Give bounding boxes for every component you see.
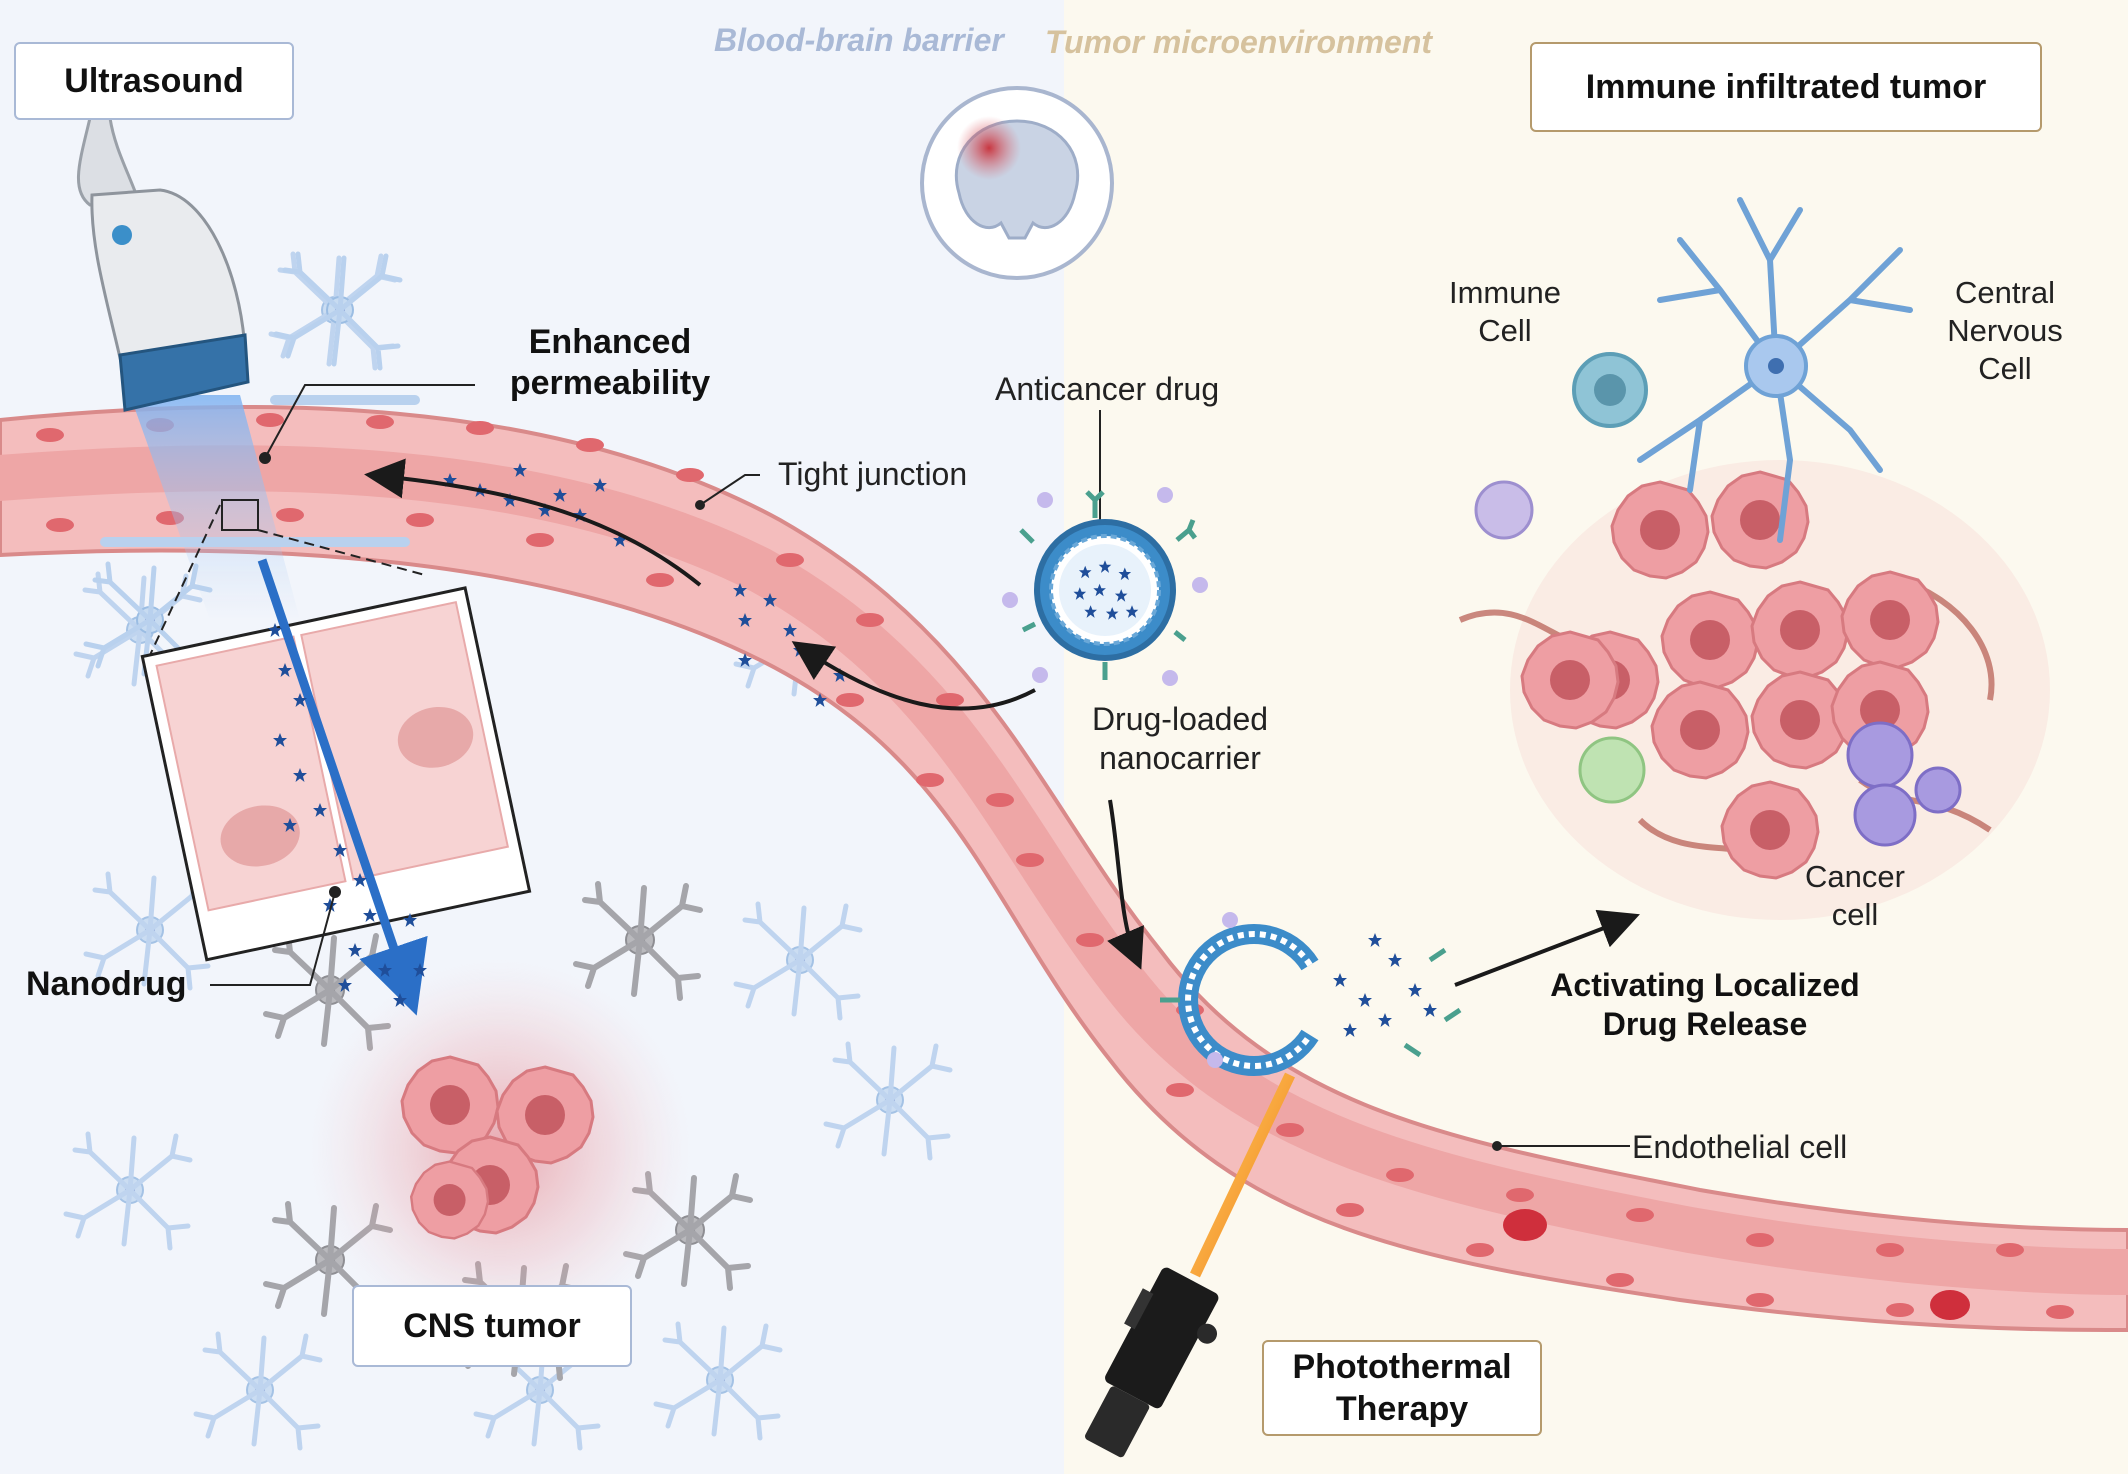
red-blood-cell: [1503, 1209, 1547, 1241]
brain-icon: [920, 86, 1114, 280]
immune-cell-icon: [1914, 766, 1962, 814]
opened-nanocarrier-icon: [1160, 912, 1462, 1076]
immune-cell-label: Immune Cell: [1449, 275, 1561, 348]
tumor-cell-icon: [1650, 680, 1750, 780]
central-nervous-cell-label: Central Nervous Cell: [1947, 275, 2063, 386]
blood-vessel: [0, 404, 2128, 1332]
photothermal-label-box: Photothermal Therapy: [1262, 1340, 1542, 1436]
immune-cell-icon: [1846, 721, 1914, 789]
drug-loaded-nanocarrier-label: Drug-loaded nanocarrier: [1091, 701, 1269, 777]
tumor-cell-icon: [1520, 630, 1620, 730]
ultrasound-beam: [130, 395, 300, 620]
arrow-from-nanocarrier: [791, 641, 1036, 711]
tumor-cell-icon: [410, 1160, 490, 1240]
cns-tumor-label: CNS tumor: [403, 1306, 581, 1345]
endothelial-cell-label: Endothelial cell: [1632, 1129, 1848, 1165]
photothermal-label-line2: Therapy: [1335, 1390, 1469, 1428]
tumor-microenvironment-cluster: [1458, 197, 2050, 920]
activating-release-label: Activating Localized Drug Release: [1550, 967, 1860, 1043]
ultrasound-probe-icon: [76, 116, 250, 412]
immune-cell-icon: [1853, 783, 1917, 847]
photothermal-label-line1: Photothermal: [1292, 1347, 1512, 1386]
tumor-cell-icon: [1840, 570, 1940, 670]
arrow-to-permeability: [364, 458, 702, 587]
immune-cell-icon: [1474, 480, 1534, 540]
tight-junction-label: Tight junction: [778, 456, 968, 492]
enhanced-permeability-label: Enhanced permeability: [509, 323, 711, 403]
cancer-cell-label: Cancer cell: [1805, 859, 1905, 932]
immune-tumor-label-box: Immune infiltrated tumor: [1530, 42, 2042, 132]
red-blood-cell: [1930, 1290, 1970, 1320]
ultrasound-label: Ultrasound: [64, 61, 244, 100]
tumor-cell-icon: [1750, 580, 1850, 680]
leader-lines: [210, 384, 1630, 1151]
tumor-cell-icon: [1710, 470, 1810, 570]
tumor-cell-icon: [1610, 480, 1710, 580]
vessel-lumen: [0, 445, 2128, 1295]
header-tumor-microenvironment: Tumor microenvironment: [1045, 24, 1433, 60]
arrow-down-to-release: [1107, 799, 1144, 970]
astrocyte-endfeet: [86, 254, 420, 678]
anticancer-drug-label: Anticancer drug: [995, 371, 1220, 407]
immune-cell-icon: [1578, 736, 1646, 804]
tumor-cell-icon: [1660, 590, 1760, 690]
immune-tumor-label: Immune infiltrated tumor: [1585, 67, 1987, 106]
nanodrug-label: Nanodrug: [26, 965, 187, 1003]
laser-beam: [1190, 1072, 1295, 1278]
cns-tumor-label-box: CNS tumor: [352, 1285, 632, 1367]
penetration-arrow: [257, 558, 428, 1016]
nanocarrier-icon: [1002, 487, 1208, 686]
laser-device-icon: [1085, 1267, 1219, 1458]
arrow-to-tumor: [1454, 909, 1640, 987]
ultrasound-label-box: Ultrasound: [14, 42, 294, 120]
header-blood-brain-barrier: Blood-brain barrier: [714, 22, 1004, 58]
